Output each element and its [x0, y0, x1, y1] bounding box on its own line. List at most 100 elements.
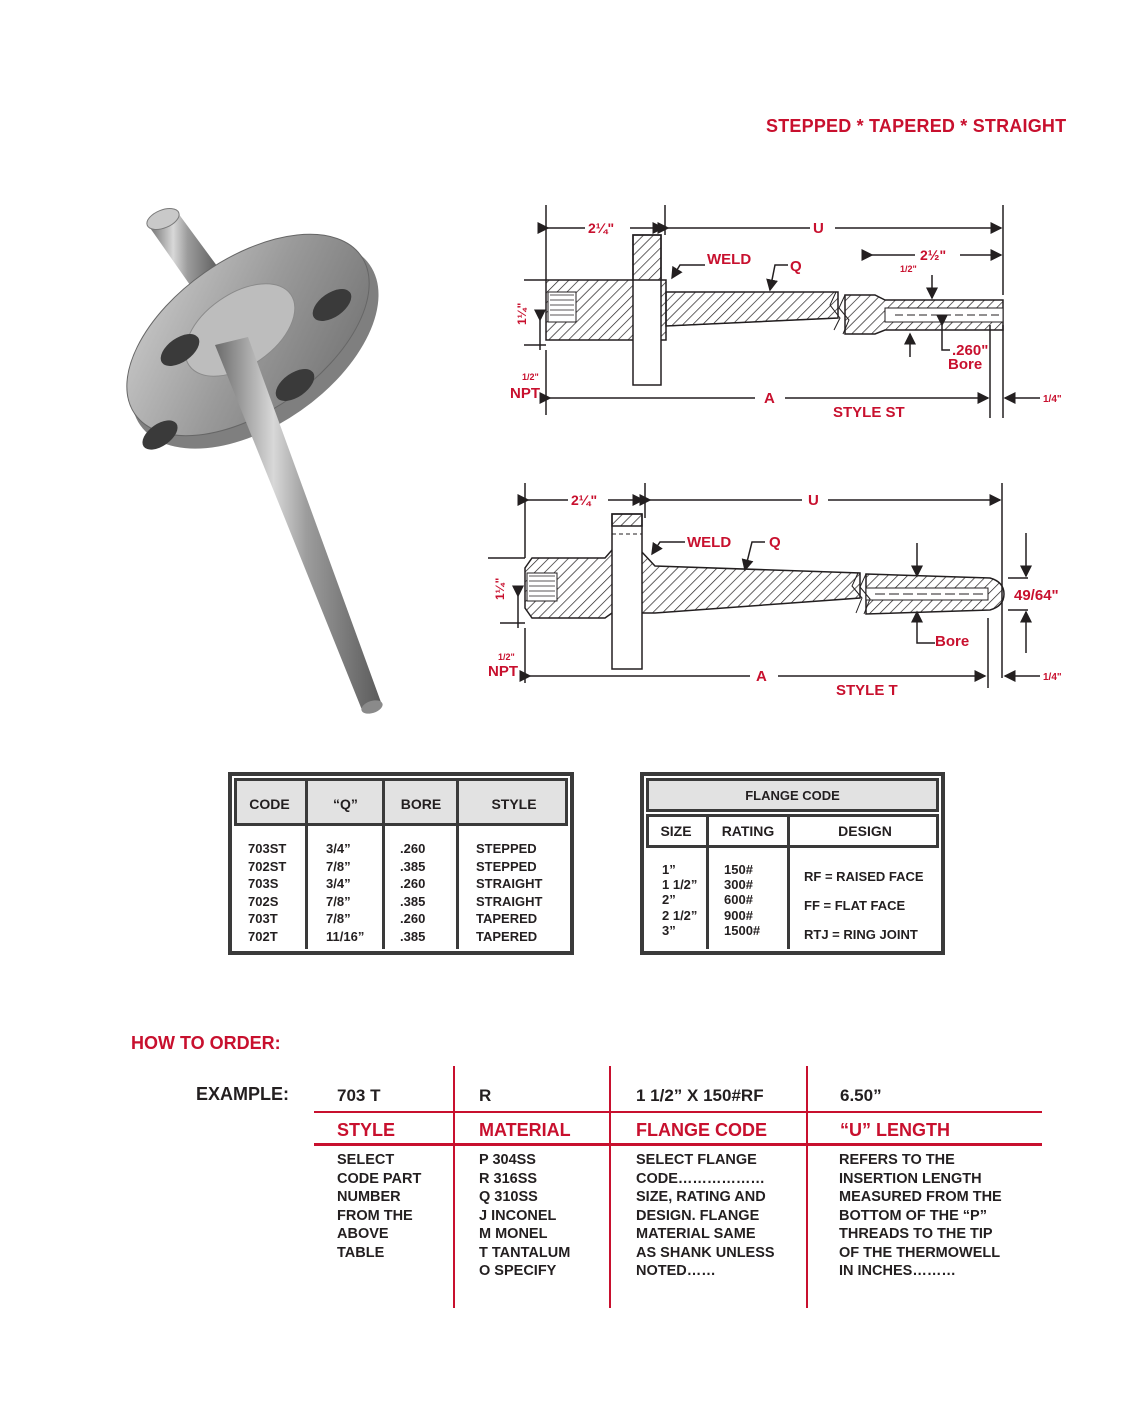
example-label: EXAMPLE:: [196, 1084, 290, 1104]
label-q-st: Q: [790, 258, 802, 275]
col-bore: .260 .385 .260 .385 .260 .385: [400, 840, 425, 946]
cell-bore: .385: [400, 928, 426, 944]
order-ulength-desc: REFERS TO THE INSERTION LENGTH MEASURED …: [839, 1151, 1002, 1281]
dim-flange-t: 2¼": [571, 492, 597, 508]
desc-line: DESIGN. FLANGE: [636, 1207, 760, 1224]
desc-line: SIZE, RATING AND: [636, 1189, 766, 1205]
dim-tip-st: 2½": [920, 247, 946, 263]
code-col-divider: [305, 778, 308, 949]
col-q: 3/4” 7/8” 3/4” 7/8” 7/8” 11/16”: [326, 840, 364, 946]
label-npt-size-st: 1/2": [522, 372, 539, 382]
code-table: CODE “Q” BORE STYLE 703ST 702ST 703S 702…: [228, 772, 574, 955]
cell-q: 3/4”: [326, 841, 351, 856]
desc-line: CODE………………: [636, 1170, 765, 1187]
desc-line: REFERS TO THE: [839, 1152, 955, 1168]
cell-design: RTJ = RING JOINT: [804, 927, 918, 942]
cell-style: STEPPED: [476, 858, 537, 874]
header-bore: BORE: [400, 796, 442, 812]
cell-code: 703ST: [248, 841, 287, 856]
col-codes: 703ST 702ST 703S 702S 703T 702T: [248, 840, 286, 946]
cell-code: 702ST: [248, 858, 287, 874]
order-rule-top: [314, 1111, 1042, 1113]
desc-line: MEASURED FROM THE: [839, 1189, 1002, 1205]
desc-line: INSERTION LENGTH: [839, 1170, 982, 1187]
cell-code: 703S: [248, 876, 279, 892]
label-tip-t: 49/64": [1014, 587, 1059, 604]
cell-bore: .260: [400, 841, 426, 856]
cell-rating: 300#: [724, 877, 753, 893]
col-style: STEPPED STEPPED STRAIGHT STRAIGHT TAPERE…: [476, 840, 542, 946]
desc-line: ABOVE: [337, 1226, 389, 1242]
header-style: STYLE: [491, 796, 537, 812]
flange-col-divider: [787, 814, 790, 949]
dim-shank-st: 1¼": [515, 303, 529, 325]
cell-style: STRAIGHT: [476, 893, 543, 909]
cell-rating: 150#: [724, 862, 753, 877]
material-option: O SPECIFY: [479, 1263, 557, 1279]
order-heading-style: STYLE: [337, 1120, 396, 1140]
cell-style: STEPPED: [476, 841, 537, 856]
order-heading-material: MATERIAL: [479, 1120, 571, 1140]
order-col-divider: [806, 1066, 808, 1308]
cell-style: STRAIGHT: [476, 876, 543, 892]
cell-rating: 600#: [724, 892, 753, 908]
cell-rating: 1500#: [724, 922, 761, 938]
material-option: M MONEL: [479, 1226, 548, 1242]
flange-table-title-row: [646, 778, 939, 812]
dim-u-t: U: [808, 492, 819, 509]
desc-line: CODE PART: [337, 1170, 422, 1187]
label-q-t: Q: [769, 534, 781, 551]
cell-design: RF = RAISED FACE: [804, 869, 924, 884]
cell-size: 2”: [662, 892, 676, 908]
cell-code: 702T: [248, 928, 278, 944]
style-label-t: STYLE T: [836, 682, 898, 699]
header-size: SIZE: [660, 823, 692, 839]
diagram-style-t: 2¼" U WELD Q 49/64" Bore 1¼" 1/2" NPT A …: [488, 483, 1062, 699]
how-to-order-title: HOW TO ORDER:: [131, 1033, 281, 1053]
desc-line: FROM THE: [337, 1207, 413, 1224]
material-option: J INCONEL: [479, 1207, 557, 1224]
dim-u-st: U: [813, 220, 824, 237]
page-tagline: STEPPED * TAPERED * STRAIGHT: [766, 116, 1067, 136]
header-rating: RATING: [721, 823, 775, 839]
cell-size: 1 1/2”: [662, 877, 698, 893]
order-rule-bottom: [314, 1143, 1042, 1146]
material-option: R 316SS: [479, 1170, 538, 1187]
desc-line: NUMBER: [337, 1189, 401, 1205]
cell-code: 703T: [248, 911, 278, 927]
cell-code: 702S: [248, 893, 279, 909]
order-material-desc: P 304SS R 316SS Q 310SS J INCONEL M MONE…: [479, 1151, 570, 1281]
col-sizes: 1” 1 1/2” 2” 2 1/2” 3”: [662, 862, 697, 938]
thermowell-photo: [126, 208, 383, 714]
dim-shank-t: 1¼": [493, 578, 507, 600]
dim-flange-st: 2¼": [588, 220, 614, 236]
label-bore-val-st: .260": [952, 342, 988, 359]
cell-size: 3”: [662, 922, 676, 938]
order-col-divider: [609, 1066, 611, 1308]
cell-q: 7/8”: [326, 893, 351, 909]
label-npt-size-t: 1/2": [498, 652, 515, 662]
flange-col-divider: [706, 814, 709, 949]
col-designs: RF = RAISED FACE FF = FLAT FACE RTJ = RI…: [804, 862, 924, 949]
cell-bore: .385: [400, 893, 426, 909]
label-weld-t: WELD: [687, 534, 731, 551]
cell-q: 11/16”: [326, 928, 365, 944]
flange-table-title: FLANGE CODE: [745, 788, 840, 803]
flange-table: FLANGE CODE SIZE RATING DESIGN 1” 1 1/2”…: [640, 772, 945, 955]
desc-line: SELECT: [337, 1152, 395, 1168]
material-option: T TANTALUM: [479, 1244, 571, 1261]
example-ulength: 6.50”: [840, 1086, 882, 1105]
cell-bore: .260: [400, 876, 426, 892]
cell-q: 3/4”: [326, 876, 351, 892]
material-option: P 304SS: [479, 1152, 536, 1168]
label-weld-st: WELD: [707, 251, 751, 268]
cell-style: TAPERED: [476, 911, 538, 927]
diagram-style-st: 2¼" U 2½" 1/2" WELD Q .260" Bore 1¼" 1/2…: [510, 205, 1062, 421]
label-npt-t: NPT: [488, 663, 518, 680]
cell-bore: .385: [400, 858, 426, 874]
header-design: DESIGN: [838, 823, 892, 839]
label-bore-t: Bore: [935, 633, 969, 650]
label-a-st: A: [764, 390, 775, 407]
desc-line: NOTED……: [636, 1263, 716, 1279]
code-col-divider: [456, 778, 459, 949]
